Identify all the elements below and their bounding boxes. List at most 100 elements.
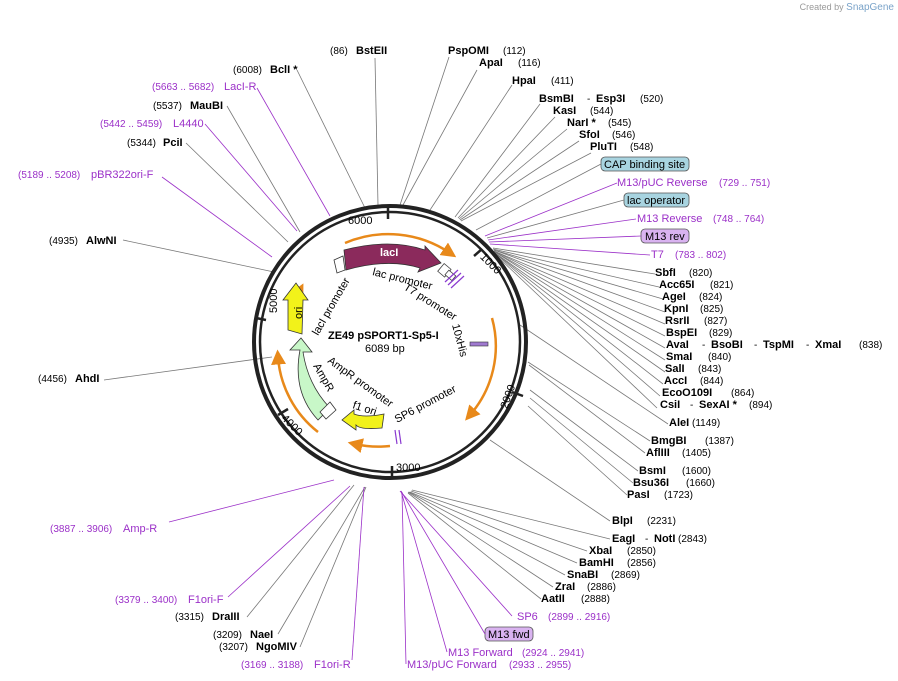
primer-range: (3379 .. 3400) xyxy=(115,595,177,606)
site-pos: (5537) xyxy=(153,101,182,112)
site-name: ApaI xyxy=(479,57,503,69)
primer-name: Amp-R xyxy=(123,523,157,535)
promoter-marks xyxy=(437,263,457,282)
primer-name: SP6 xyxy=(517,611,538,623)
primer-range: (3887 .. 3906) xyxy=(50,524,112,535)
site-sep: - xyxy=(690,400,693,411)
primer-range: (5663 .. 5682) xyxy=(152,82,214,93)
site-pos: (4456) xyxy=(38,374,67,385)
site-name: DraIII xyxy=(212,611,240,623)
primer-name: F1ori-R xyxy=(314,659,351,671)
site-pos: (548) xyxy=(630,142,653,153)
primer-name: pBR322ori-F xyxy=(91,169,154,181)
site-pos: (843) xyxy=(698,364,721,375)
site-name: AvaI xyxy=(666,339,689,351)
laci-promoter-feature xyxy=(333,255,346,274)
tick-label-3000: 3000 xyxy=(396,462,420,474)
primer-name: M13/pUC Forward xyxy=(407,659,497,671)
site-pos: (411) xyxy=(551,76,574,87)
site-name: TspMI xyxy=(763,339,794,351)
site-name: BsoBI xyxy=(711,339,743,351)
primer-range: (2924 .. 2941) xyxy=(522,648,584,659)
site-name: BstEII xyxy=(356,45,387,57)
site-pos: (894) xyxy=(749,400,772,411)
site-name: XmaI xyxy=(815,339,841,351)
site-name: EcoO109I xyxy=(662,387,712,399)
primer-range: (783 .. 802) xyxy=(675,250,726,261)
site-pos: (2843) xyxy=(678,534,707,545)
label-laci-promoter: lacI promoter xyxy=(310,276,353,338)
site-pos: (116) xyxy=(518,58,541,69)
site-pos: (820) xyxy=(689,268,712,279)
site-name: SmaI xyxy=(666,351,692,363)
site-name: NgoMIV xyxy=(256,641,298,653)
primer-range: (5442 .. 5459) xyxy=(100,119,162,130)
primer-name: F1ori-F xyxy=(188,594,224,606)
box-cap-binding-site: CAP binding site xyxy=(604,159,685,171)
laci-feature[interactable] xyxy=(343,243,442,273)
primer-name: T7 xyxy=(651,249,664,261)
primer-name: L4440 xyxy=(173,118,204,130)
primer-labels: (5663 .. 5682) LacI-R (5442 .. 5459) L44… xyxy=(18,81,770,671)
site-name: EagI xyxy=(612,533,635,545)
site-name: PluTI xyxy=(590,141,617,153)
orf-arcs xyxy=(271,232,498,453)
10xhis-feature xyxy=(469,341,489,347)
site-name: BsmI xyxy=(639,465,666,477)
site-name: BclI * xyxy=(270,64,298,76)
site-name: BmgBI xyxy=(651,435,686,447)
site-pos: (838) xyxy=(859,340,882,351)
site-name: SbfI xyxy=(655,267,676,279)
primer-range: (2933 .. 2955) xyxy=(509,660,571,671)
tick-label-6000: 6000 xyxy=(348,215,372,227)
site-name: AgeI xyxy=(662,291,686,303)
f1-ori-feature[interactable] xyxy=(341,409,385,431)
site-name: AccI xyxy=(664,375,687,387)
site-pos: (546) xyxy=(612,130,635,141)
site-name: ZraI xyxy=(555,581,575,593)
leader-lines xyxy=(103,56,669,648)
site-pos: (4935) xyxy=(49,236,78,247)
backbone-outer xyxy=(252,204,528,480)
credit: Created by SnapGene xyxy=(800,2,894,13)
site-name: HpaI xyxy=(512,75,536,87)
site-pos: (1387) xyxy=(705,436,734,447)
site-pos: (1723) xyxy=(664,490,693,501)
site-name: NarI * xyxy=(567,117,596,129)
primer-range: (748 .. 764) xyxy=(713,214,764,225)
site-pos: (825) xyxy=(700,304,723,315)
site-sep: - xyxy=(587,94,590,105)
site-name: XbaI xyxy=(589,545,612,557)
laci-feature-label: lacI xyxy=(380,247,398,259)
site-name: BsmBI xyxy=(539,93,574,105)
boxed-labels: CAP binding site lac operator M13 rev M1… xyxy=(400,156,690,642)
site-pos: (821) xyxy=(710,280,733,291)
tick-marks xyxy=(255,207,524,477)
site-pos: (86) xyxy=(330,46,348,57)
primer-marks-bottom xyxy=(394,429,402,445)
primer-range: (5189 .. 5208) xyxy=(18,170,80,181)
site-name: BspEI xyxy=(666,327,697,339)
site-sep: - xyxy=(702,340,705,351)
site-pos: (1405) xyxy=(682,448,711,459)
site-name: PasI xyxy=(627,489,650,501)
site-pos: (112) xyxy=(503,46,526,57)
plasmid-name: ZE49 pSPORT1-Sp5-I xyxy=(328,330,439,342)
site-name: BlpI xyxy=(612,515,633,527)
primer-range: (2899 .. 2916) xyxy=(548,612,610,623)
site-name: NotI xyxy=(654,533,675,545)
site-pos: (2850) xyxy=(627,546,656,557)
site-pos: (5344) xyxy=(127,138,156,149)
site-name: Acc65I xyxy=(659,279,694,291)
site-name: SfoI xyxy=(579,129,600,141)
ampr-promoter-feature xyxy=(319,401,337,420)
site-sep: - xyxy=(754,340,757,351)
site-name: AatII xyxy=(541,593,565,605)
site-pos: (2888) xyxy=(581,594,610,605)
ori-feature-label: ori xyxy=(293,307,305,319)
site-pos: (3315) xyxy=(175,612,204,623)
ori-feature[interactable] xyxy=(282,282,309,335)
site-sep: - xyxy=(806,340,809,351)
site-name: NaeI xyxy=(250,629,273,641)
label-sp6-promoter: SP6 promoter xyxy=(393,383,459,426)
